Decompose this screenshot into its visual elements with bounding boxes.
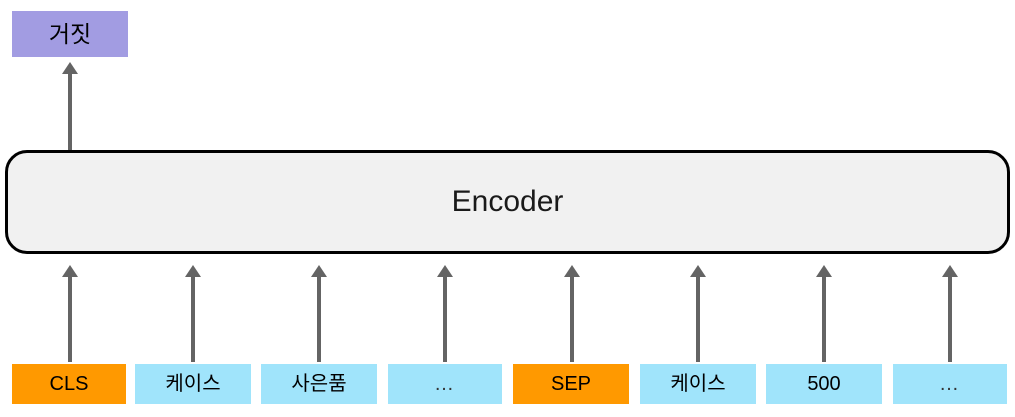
arrow-stem [948,274,952,362]
arrow-stem [68,71,72,150]
token-box: 케이스 [135,364,251,404]
arrow-head-icon [816,265,832,277]
arrow-stem [191,274,195,362]
arrow-stem [570,274,574,362]
arrow-stem [68,274,72,362]
encoder-label-text: Encoder [451,185,564,218]
arrow-stem [443,274,447,362]
output-label-box: 거짓 [12,11,128,57]
token-box: … [388,364,502,404]
token-to-encoder-arrow [942,265,958,362]
token-to-encoder-arrow [690,265,706,362]
token-box: 케이스 [640,364,756,404]
arrow-stem [822,274,826,362]
token-to-encoder-arrow [437,265,453,362]
arrow-head-icon [690,265,706,277]
encoder-to-output-arrow [62,62,78,150]
token-label-text: SEP [550,373,592,395]
token-box: 사은품 [261,364,377,404]
token-box: … [893,364,1007,404]
token-to-encoder-arrow [816,265,832,362]
arrow-head-icon [437,265,453,277]
token-label-text: CLS [49,373,89,395]
arrow-head-icon [62,62,78,74]
token-label-text: 케이스 [165,373,221,395]
token-label-text: … [939,373,961,395]
arrow-stem [317,274,321,362]
token-box: CLS [12,364,126,404]
token-label-text: … [434,373,456,395]
encoder-block: Encoder [5,150,1010,254]
token-to-encoder-arrow [564,265,580,362]
token-label-text: 사은품 [291,373,347,395]
arrow-head-icon [564,265,580,277]
token-to-encoder-arrow [185,265,201,362]
token-box: 500 [766,364,882,404]
token-to-encoder-arrow [311,265,327,362]
token-box: SEP [513,364,629,404]
token-label-text: 500 [807,373,841,395]
arrow-head-icon [942,265,958,277]
arrow-head-icon [311,265,327,277]
token-label-text: 케이스 [670,373,726,395]
arrow-head-icon [185,265,201,277]
arrow-head-icon [62,265,78,277]
arrow-stem [696,274,700,362]
output-label-text: 거짓 [48,20,92,47]
token-to-encoder-arrow [62,265,78,362]
